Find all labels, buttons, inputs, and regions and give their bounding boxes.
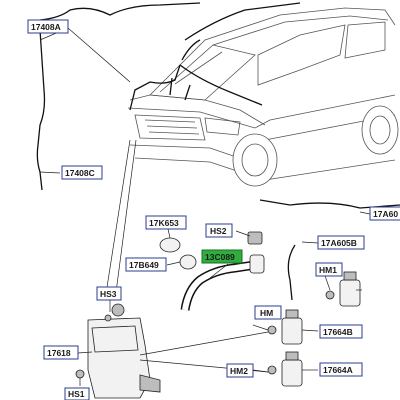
svg-text:17408A: 17408A — [31, 22, 61, 32]
washer-reservoir — [87, 303, 161, 399]
callout-HS1[interactable]: HS1 — [64, 387, 90, 400]
callout-17408C[interactable]: 17408C — [61, 165, 103, 180]
filler-components — [159, 231, 263, 270]
svg-text:HM: HM — [260, 308, 273, 318]
svg-text:17664A: 17664A — [323, 365, 353, 375]
svg-text:13C089: 13C089 — [205, 252, 235, 262]
callout-HS2[interactable]: HS2 — [205, 223, 233, 238]
svg-text:HM2: HM2 — [230, 366, 248, 376]
svg-text:17A60: 17A60 — [373, 209, 398, 219]
callout-HM1[interactable]: HM1 — [315, 262, 343, 277]
washer-pumps — [267, 271, 361, 387]
vehicle-illustration — [127, 7, 399, 187]
callout-17664B[interactable]: 17664B — [319, 324, 363, 339]
svg-text:17B649: 17B649 — [129, 260, 159, 270]
callout-17K653[interactable]: 17K653 — [145, 215, 187, 230]
svg-text:17408C: 17408C — [65, 168, 95, 178]
svg-text:17618: 17618 — [47, 348, 71, 358]
leader-lines — [39, 27, 371, 386]
callout-HM2[interactable]: HM2 — [226, 363, 254, 378]
hose-lines — [36, 2, 400, 301]
svg-text:17A605B: 17A605B — [321, 238, 357, 248]
callout-17B649[interactable]: 17B649 — [125, 257, 167, 272]
callout-HS3[interactable]: HS3 — [96, 286, 122, 301]
grommets — [75, 314, 112, 379]
svg-text:HM1: HM1 — [319, 265, 337, 275]
callout-HM[interactable]: HM — [254, 305, 282, 320]
callout-17664A[interactable]: 17664A — [319, 362, 363, 377]
callout-13C089[interactable]: 13C089 — [201, 249, 243, 264]
callout-17618[interactable]: 17618 — [43, 345, 79, 360]
callout-17A605B[interactable]: 17A605B — [317, 235, 365, 250]
callout-17408A[interactable]: 17408A — [27, 19, 69, 34]
svg-text:HS1: HS1 — [68, 389, 85, 399]
svg-text:17664B: 17664B — [323, 327, 353, 337]
callout-17A60[interactable]: 17A60 — [369, 206, 400, 221]
svg-text:HS2: HS2 — [210, 226, 227, 236]
svg-text:17K653: 17K653 — [149, 218, 179, 228]
filler-neck-hose — [180, 254, 265, 311]
svg-text:HS3: HS3 — [100, 289, 117, 299]
